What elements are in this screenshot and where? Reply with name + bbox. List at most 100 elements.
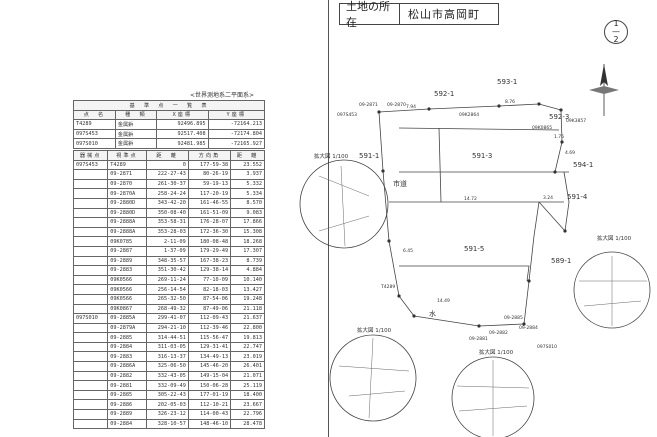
distance-label: 8.76 xyxy=(505,99,515,105)
location-value: 松山市高岡町 xyxy=(408,8,480,21)
table-cell: 161-51-09 xyxy=(187,207,232,219)
table-cell: 265-32-50 xyxy=(145,293,189,305)
table-cell: 09-2880D xyxy=(107,197,147,209)
parcel-map: 592-1 593-1 592-3 591-1 591-3 594-1 591-… xyxy=(299,64,651,437)
page-divider xyxy=(328,0,329,437)
table-cell: 59-19-13 xyxy=(187,178,232,190)
location-header: 土地の所在 松山市高岡町 xyxy=(339,0,499,29)
table-cell xyxy=(72,236,109,247)
distance-label: 1.76 xyxy=(554,134,564,140)
table-cell: 19.248 xyxy=(230,293,265,305)
point-label: 09K3857 xyxy=(566,118,586,124)
table-cell xyxy=(72,274,109,286)
table-cell: 25.119 xyxy=(230,380,265,391)
distance-label: 7.94 xyxy=(406,104,416,110)
table-cell: 09-2885 xyxy=(107,332,147,343)
table-cell xyxy=(72,380,109,391)
distance-label: 6.45 xyxy=(403,248,413,254)
table-cell: 77-10-09 xyxy=(187,274,232,286)
table-cell: 23.552 xyxy=(230,159,265,171)
table-cell: 202-05-03 xyxy=(145,399,189,411)
point-label: 09-2870 xyxy=(387,102,406,108)
table-cell xyxy=(72,178,109,190)
table-cell xyxy=(72,188,109,199)
table-cell: 22.796 xyxy=(230,409,265,420)
table-cell: 222-27-43 xyxy=(145,169,189,180)
column-header: Y座標 xyxy=(207,109,266,121)
table-cell: 09K0566 xyxy=(107,284,147,295)
table-cell: 2-11-09 xyxy=(145,236,189,247)
table-cell: 金属鋲 xyxy=(114,138,158,149)
table-cell: 134-49-13 xyxy=(187,351,232,363)
page-badge-bottom: 2 xyxy=(613,35,619,44)
table-cell: 117-20-19 xyxy=(187,188,232,199)
parcel-label: 592-3 xyxy=(549,113,569,121)
table-cell: 097S453 xyxy=(72,159,109,171)
table-cell: 09-2885A xyxy=(107,313,147,324)
table-cell xyxy=(72,245,109,257)
table-cell: 21.071 xyxy=(230,370,265,382)
point-label: 09-2871 xyxy=(359,102,378,108)
enlarge-label: 拡大図 1/100 xyxy=(479,348,514,356)
table-cell: 19.813 xyxy=(230,332,265,343)
table-cell: 21.637 xyxy=(230,313,265,324)
table-cell: 80-26-19 xyxy=(187,169,232,180)
table-cell: 09-2888A xyxy=(107,217,147,228)
table-cell: -72174.804 xyxy=(207,128,266,140)
table-cell xyxy=(72,370,109,382)
table-cell: 332-09-49 xyxy=(145,380,189,391)
parcel-label: 591-3 xyxy=(472,152,492,160)
table-cell: 176-28-07 xyxy=(187,217,232,228)
table-cell: 316-13-37 xyxy=(145,351,189,363)
table-cell: 09-2871 xyxy=(107,169,147,180)
table-cell: 328-10-57 xyxy=(145,418,189,430)
table-cell: 332-43-05 xyxy=(145,370,189,382)
table-cell: 294-21-10 xyxy=(145,322,189,334)
table-cell: 348-35-57 xyxy=(145,255,189,267)
point-label: 09-2884 xyxy=(519,325,538,331)
table-cell: 115-56-47 xyxy=(187,332,232,343)
table-cell xyxy=(72,322,109,334)
table-cell: 09-2881 xyxy=(107,380,147,391)
table-cell xyxy=(72,197,109,209)
table-cell: 09-2870A xyxy=(107,188,147,199)
table-cell: 22.800 xyxy=(230,322,265,334)
table-cell: 8.570 xyxy=(230,197,265,209)
table-cell xyxy=(72,389,109,401)
table-cell: 305-22-43 xyxy=(145,389,189,401)
table-cell: 09K0785 xyxy=(107,236,147,247)
table-cell: 0 xyxy=(145,159,189,171)
table-cell: 097S453 xyxy=(73,128,116,140)
column-header: 距 離 xyxy=(145,150,189,161)
point-label: 09-2882 xyxy=(489,330,508,336)
table-cell: 180-08-48 xyxy=(187,236,232,247)
table-cell: 9.083 xyxy=(230,207,265,219)
table-cell: 114-00-43 xyxy=(187,409,232,420)
table-cell xyxy=(72,332,109,343)
distance-label: 3.24 xyxy=(543,195,553,201)
parcel-label: 591-5 xyxy=(464,245,484,253)
table-cell: 353-58-31 xyxy=(145,217,189,228)
parcel-label: 591-4 xyxy=(567,193,588,201)
table-cell: 18.268 xyxy=(230,236,265,247)
table-cell: 129-31-41 xyxy=(187,341,232,353)
enlarge-label: 拡大図 1/100 xyxy=(314,152,349,160)
table-cell: 09-2884 xyxy=(107,341,147,353)
table-cell: 177-01-19 xyxy=(187,389,232,401)
table-cell: T4289 xyxy=(107,159,147,171)
survey-points-title: 基 準 点 一 覧 表 xyxy=(73,100,265,111)
column-header: 視準点 xyxy=(107,150,147,161)
